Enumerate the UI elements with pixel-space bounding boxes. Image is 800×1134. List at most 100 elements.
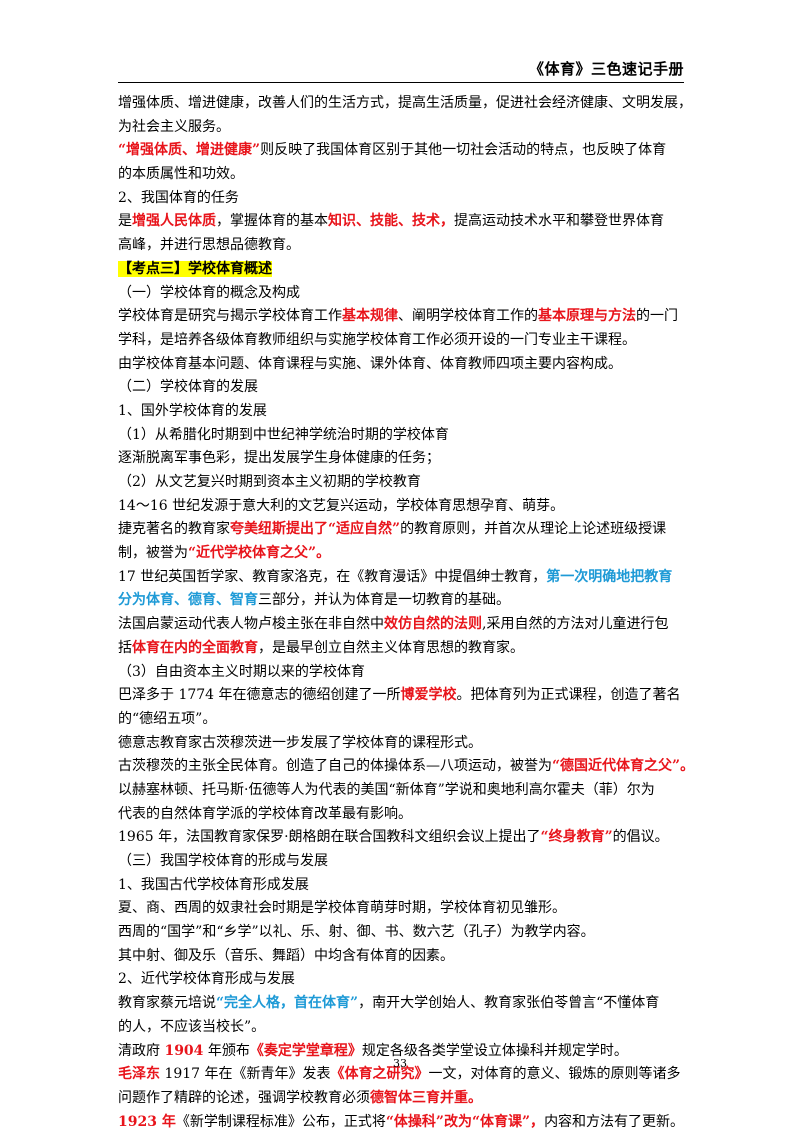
key-term-red: 夸美纽斯提出了“适应自然” [230, 521, 401, 538]
key-term-red: “体操科”改为“体育课”， [385, 1113, 545, 1130]
key-term-red: 1904 [164, 1042, 204, 1059]
text-line: 括体育在内的全面教育，是最早创立自然主义体育思想的教育家。 [118, 637, 684, 661]
text-line: 巴泽多于 1774 年在德意志的德绍创建了一所博爱学校。把体育列为正式课程，创造… [118, 684, 684, 708]
text-line: 为社会主义服务。 [118, 116, 684, 140]
document-body: 增强体质、增进健康，改善人们的生活方式，提高生活质量，促进社会经济健康、文明发展… [118, 92, 694, 1134]
text-line: （二）学校体育的发展 [118, 376, 684, 400]
text-span: （1）从希腊化时期到中世纪神学统治时期的学校体育 [118, 426, 449, 443]
key-term-red: 知识、技能、技术， [328, 213, 454, 230]
text-line: 问题作了精辟的论述，强调学校教育必须德智体三育并重。 [118, 1087, 684, 1111]
text-line: 增强体质、增进健康，改善人们的生活方式，提高生活质量，促进社会经济健康、文明发展… [118, 92, 692, 116]
text-span: 制，被誉为 [118, 545, 188, 562]
text-span: 17 世纪英国哲学家、教育家洛克，在《教育漫话》中提倡绅士教育， [118, 568, 547, 585]
text-line: 法国启蒙运动代表人物卢梭主张在非自然中效仿自然的法则,采用自然的方法对儿童进行包 [118, 613, 684, 637]
text-span: 清政府 [118, 1042, 165, 1059]
text-span: 的一门 [636, 308, 678, 325]
text-span: 括 [118, 639, 132, 656]
page-number: 33 [393, 1057, 407, 1070]
text-span: 学校体育是研究与揭示学校体育工作 [118, 308, 342, 325]
text-span: 德意志教育家古茨穆茨进一步发展了学校体育的课程形式。 [118, 734, 482, 751]
text-span: 法国启蒙运动代表人物卢梭主张在非自然中 [118, 616, 384, 633]
text-span: 提高运动技术水平和攀登世界体育 [454, 213, 664, 230]
key-term-red: 基本规律 [342, 308, 398, 325]
page-header: 《体育》三色速记手册 [118, 56, 684, 83]
text-span: 内容和方法有了更新。 [544, 1113, 685, 1130]
text-span: 是 [118, 213, 132, 230]
text-span: ,采用自然的方法对儿童进行包 [482, 616, 669, 633]
text-line: 学科，是培养各级体育教师组织与实施学校体育工作必须开设的一门专业主干课程。 [118, 329, 684, 353]
key-term-red: 《体育之研究》 [330, 1066, 429, 1083]
text-span: 学科，是培养各级体育教师组织与实施学校体育工作必须开设的一门专业主干课程。 [118, 331, 636, 348]
text-span: 古茨穆茨的主张全民体育。创造了自己的体操体系—八项运动，被誉为 [118, 758, 552, 775]
text-line: 分为体育、德育、智育三部分，并认为体育是一切教育的基础。 [118, 589, 684, 613]
text-line: 1965 年，法国教育家保罗·朗格朗在联合国教科文组织会议上提出了“终身教育”的… [118, 826, 684, 850]
key-term-red: 基本原理与方法 [538, 308, 636, 325]
text-span: （三）我国学校体育的形成与发展 [118, 853, 328, 869]
text-span: 。把体育列为正式课程，创造了著名 [456, 687, 681, 704]
key-term-blue: 第一次明确地把教育 [546, 568, 673, 585]
key-term-red: “近代学校体育之父”。 [188, 545, 331, 562]
text-span: 一文，对体育的意义、锻炼的原则等诸多 [428, 1066, 681, 1083]
key-term-red: “德国近代体育之父”。 [552, 758, 695, 775]
text-line: 1923 年《新学制课程标准》公布，正式将“体操科”改为“体育课”，内容和方法有… [118, 1111, 684, 1134]
text-line: 捷克著名的教育家夸美纽斯提出了“适应自然”的教育原则，并首次从理论上论述班级授课 [118, 518, 684, 542]
text-span: （二）学校体育的发展 [118, 379, 258, 396]
text-line: 古茨穆茨的主张全民体育。创造了自己的体操体系—八项运动，被誉为“德国近代体育之父… [118, 755, 694, 779]
text-span: （3）自由资本主义时期以来的学校体育 [118, 663, 365, 680]
text-span: 年颁布 [203, 1042, 250, 1059]
key-term-blue: “完全人格，首在体育” [216, 995, 359, 1012]
key-term-red: 博爱学校 [400, 687, 457, 704]
text-line: 的本质属性和功效。 [118, 163, 684, 187]
text-span: （2）从文艺复兴时期到资本主义初期的学校教育 [118, 474, 421, 490]
text-span: 1、我国古代学校体育形成发展 [118, 876, 309, 893]
text-line: 夏、商、西周的奴隶社会时期是学校体育萌芽时期，学校体育初见雏形。 [118, 897, 684, 921]
text-line: 【考点三】学校体育概述 [118, 258, 684, 282]
text-line: 14～16 世纪发源于意大利的文艺复兴运动，学校体育思想孕育、萌芽。 [118, 495, 684, 519]
text-line: 制，被誉为“近代学校体育之父”。 [118, 542, 684, 566]
text-span: 夏、商、西周的奴隶社会时期是学校体育萌芽时期，学校体育初见雏形。 [118, 900, 566, 917]
text-span: 代表的自然体育学派的学校体育改革最有影响。 [118, 805, 412, 822]
text-span: 则反映了我国体育区别于其他一切社会活动的特点，也反映了体育 [260, 142, 667, 159]
text-span: 为社会主义服务。 [118, 118, 230, 135]
text-span: 西周的“国学”和“乡学”以礼、乐、射、御、书、数六艺（孔子）为教学内容。 [118, 924, 595, 941]
text-span: ，掌握体育的基本 [216, 213, 328, 230]
text-line: 逐渐脱离军事色彩，提出发展学生身体健康的任务； [118, 447, 684, 471]
text-span: 2、近代学校体育形成与发展 [118, 971, 295, 988]
text-line: 学校体育是研究与揭示学校体育工作基本规律、阐明学校体育工作的基本原理与方法的一门 [118, 305, 684, 329]
text-span: 1965 年，法国教育家保罗·朗格朗在联合国教科文组织会议上提出了 [118, 829, 541, 846]
text-span: 逐渐脱离军事色彩，提出发展学生身体健康的任务； [118, 450, 440, 467]
text-span: 、阐明学校体育工作的 [398, 308, 538, 325]
text-span: 教育家蔡元培说 [118, 995, 216, 1012]
text-span: 其中射、御及乐（音乐、舞蹈）中均含有体育的因素。 [118, 947, 454, 964]
key-term-red: “增强体质、增进健康” [118, 142, 261, 159]
text-line: （2）从文艺复兴时期到资本主义初期的学校教育 [118, 471, 684, 495]
text-span: 14～16 世纪发源于意大利的文艺复兴运动，学校体育思想孕育、萌芽。 [118, 497, 565, 514]
text-line: （一）学校体育的概念及构成 [118, 282, 684, 306]
key-term-red: 效仿自然的法则 [384, 616, 482, 633]
text-line: 代表的自然体育学派的学校体育改革最有影响。 [118, 803, 684, 827]
text-span: 捷克著名的教育家 [118, 521, 230, 538]
text-span: ，南开大学创始人、教育家张伯苓曾言“不懂体育 [358, 995, 660, 1012]
text-span: 2、我国体育的任务 [118, 189, 239, 206]
key-term-red: 1923 年 [118, 1113, 176, 1130]
text-span: 1、国外学校体育的发展 [118, 402, 267, 419]
text-line: 1、我国古代学校体育形成发展 [118, 874, 684, 898]
text-line: 是增强人民体质，掌握体育的基本知识、技能、技术，提高运动技术水平和攀登世界体育 [118, 210, 684, 234]
text-span: 的倡议。 [612, 829, 669, 846]
text-span: 《新学制课程标准》公布，正式将 [175, 1113, 386, 1130]
text-line: 教育家蔡元培说“完全人格，首在体育”，南开大学创始人、教育家张伯苓曾言“不懂体育 [118, 992, 684, 1016]
text-line: 17 世纪英国哲学家、教育家洛克，在《教育漫话》中提倡绅士教育，第一次明确地把教… [118, 566, 684, 590]
text-span: 高峰，并进行思想品德教育。 [118, 237, 300, 254]
text-span: 以赫塞林顿、托马斯·伍德等人为代表的美国“新体育”学说和奥地利高尔霍夫（菲）尔为 [118, 781, 655, 798]
text-span: 问题作了精辟的论述，强调学校教育必须 [118, 1089, 370, 1106]
text-span: 的教育原则，并首次从理论上论述班级授课 [400, 521, 667, 538]
text-span: （一）学校体育的概念及构成 [118, 284, 300, 301]
text-line: 以赫塞林顿、托马斯·伍德等人为代表的美国“新体育”学说和奥地利高尔霍夫（菲）尔为 [118, 779, 684, 803]
text-span: 由学校体育基本问题、体育课程与实施、课外体育、体育教师四项主要内容构成。 [118, 355, 622, 372]
text-line: 的人，不应该当校长”。 [118, 1016, 684, 1040]
text-line: 2、我国体育的任务 [118, 187, 684, 211]
key-term-red: 德智体三育并重。 [370, 1089, 482, 1106]
text-line: （三）我国学校体育的形成与发展 [118, 850, 684, 874]
key-term-red: 毛泽东 [118, 1066, 160, 1083]
text-line: 的“德绍五项”。 [118, 708, 684, 732]
